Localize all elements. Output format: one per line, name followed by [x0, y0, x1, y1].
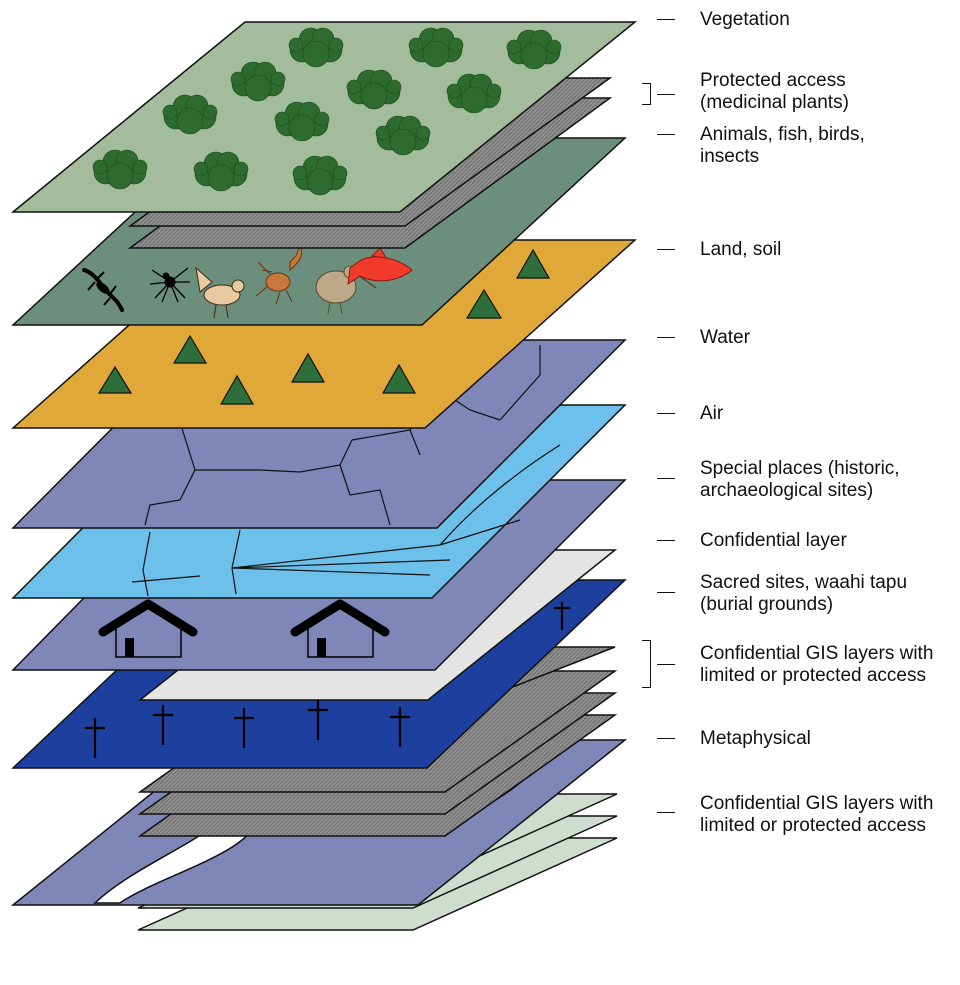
- label-sacred-sites: Sacred sites, waahi tapu (burial grounds…: [700, 572, 908, 615]
- label-connector: [657, 249, 675, 250]
- label-animals: Animals, fish, birds, insects: [700, 124, 865, 167]
- label-special-places: Special places (historic, archaeological…: [700, 458, 900, 501]
- label-bracket: [642, 83, 651, 105]
- label-connector: [657, 94, 675, 95]
- label-land-soil: Land, soil: [700, 239, 782, 260]
- cross-icon: [153, 705, 173, 745]
- label-connector: [657, 738, 675, 739]
- cross-icon: [85, 718, 105, 758]
- cross-icon: [390, 707, 410, 747]
- label-bracket: [642, 640, 651, 688]
- label-confidential-gis-2: Confidential GIS layers with limited or …: [700, 793, 934, 836]
- label-connector: [657, 337, 675, 338]
- label-vegetation: Vegetation: [700, 9, 790, 30]
- label-connector: [657, 19, 675, 20]
- label-air: Air: [700, 403, 724, 424]
- crayfish-icon: [255, 244, 303, 305]
- cross-icon: [308, 700, 328, 740]
- label-connector: [657, 413, 675, 414]
- fish-icon: [347, 247, 413, 286]
- house-icon: [290, 599, 390, 658]
- cross-icon: [234, 708, 254, 748]
- label-confidential-gis-1: Confidential GIS layers with limited or …: [700, 643, 934, 686]
- label-connector: [657, 812, 675, 813]
- spider-icon: [149, 267, 190, 303]
- lizard-icon: [82, 268, 124, 312]
- label-connector: [657, 592, 675, 593]
- label-connector: [657, 134, 675, 135]
- label-confidential-layer: Confidential layer: [700, 530, 847, 551]
- label-connector: [657, 478, 675, 479]
- label-connector: [657, 540, 675, 541]
- bird-icon: [195, 266, 245, 319]
- vegetation-layer: [10, 21, 638, 213]
- house-icon: [98, 599, 198, 658]
- label-protected-access: Protected access (medicinal plants): [700, 70, 849, 113]
- label-water: Water: [700, 327, 750, 348]
- cross-icon: [554, 602, 570, 630]
- label-connector: [657, 664, 675, 665]
- label-metaphysical: Metaphysical: [700, 728, 811, 749]
